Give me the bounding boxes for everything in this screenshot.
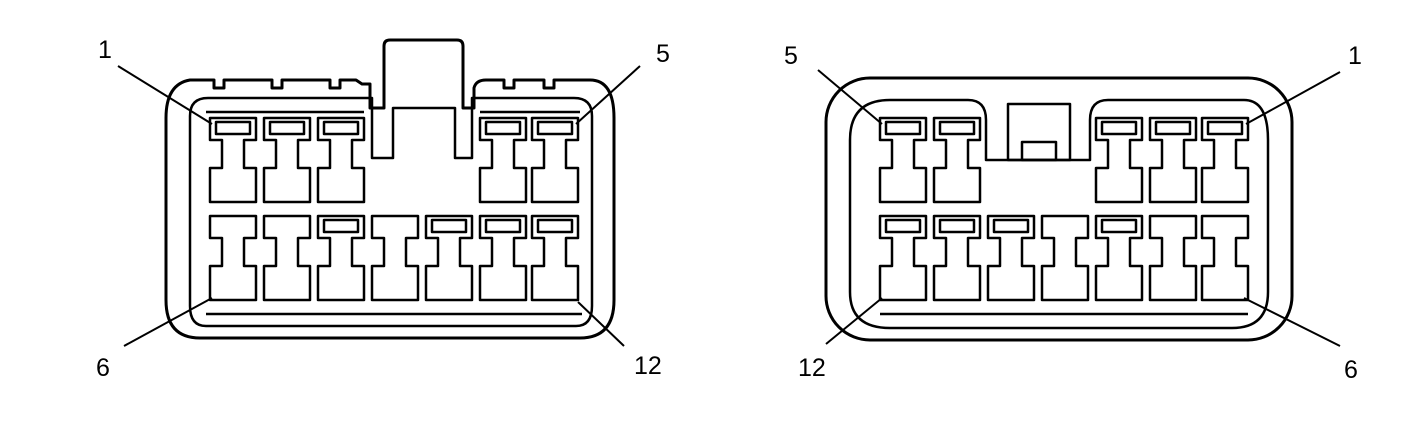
left-cavity-group [208,116,580,302]
right-cavity-top-4 [1148,116,1198,204]
right-cavity-top-2-latch [938,120,976,136]
right-cavity-top-1-latch [884,120,922,136]
right-label-bottom-right: 6 [1344,356,1358,384]
right-cavity-top-2 [932,116,982,204]
right-cavity-group [878,116,1250,302]
right-leader-5 [817,69,883,125]
right-key-block [1006,102,1072,162]
left-cavity-top-2 [262,116,312,204]
left-cavity-top-4-latch [484,120,522,136]
left-connector: 1 5 6 12 [96,36,670,382]
left-cavity-bottom-4 [370,214,420,302]
right-cavity-bottom-3-latch [992,218,1030,234]
right-leader-6 [1243,297,1341,347]
left-cavity-top-4 [478,116,528,204]
right-cavity-bottom-1 [878,214,928,302]
left-leader-5 [575,65,641,125]
right-connector: 5 1 12 6 [784,42,1362,384]
right-cavity-top-5 [1200,116,1250,204]
right-cavity-bottom-5 [1094,214,1144,302]
left-cavity-top-1 [208,116,258,204]
right-cavity-bottom-1-latch [884,218,922,234]
right-housing-outline [824,76,1294,342]
right-cavity-bottom-5-latch [1100,218,1138,234]
right-cavity-bottom-4 [1040,214,1090,302]
left-cavity-bottom-7 [530,214,580,302]
left-leader-6 [123,297,213,347]
left-leader-12 [577,301,625,347]
left-cavity-top-5-latch [536,120,574,136]
left-cavity-bottom-3 [316,214,366,302]
left-cavity-top-3 [316,116,366,204]
left-cavity-top-5 [530,116,580,204]
left-housing-outline [164,38,616,340]
left-cavity-bottom-2 [262,214,312,302]
right-key-tab [1020,140,1058,162]
left-label-top-right: 5 [656,40,670,68]
right-label-bottom-left: 12 [798,354,826,382]
left-label-top-left: 1 [98,36,112,64]
right-leader-1 [1245,71,1341,125]
left-leader-1 [117,65,213,125]
right-label-top-right: 1 [1348,42,1362,70]
right-label-top-left: 5 [784,42,798,70]
left-cavity-bottom-5-latch [430,218,468,234]
left-housing-inner-wall [188,96,594,328]
right-leader-12 [825,297,883,345]
left-cavity-bottom-6-latch [484,218,522,234]
right-cavity-bottom-2 [932,214,982,302]
left-cavity-top-2-latch [268,120,306,136]
left-cavity-bottom-5 [424,214,474,302]
right-cavity-top-3-latch [1100,120,1138,136]
left-housing-inner-floor [206,110,582,316]
left-cavity-bottom-7-latch [536,218,574,234]
right-cavity-bottom-3 [986,214,1036,302]
left-cavity-top-1-latch [214,120,252,136]
left-label-bottom-left: 6 [96,354,110,382]
right-cavity-top-4-latch [1154,120,1192,136]
right-cavity-bottom-7 [1200,214,1250,302]
right-cavity-bottom-6 [1148,214,1198,302]
right-cavity-top-3 [1094,116,1144,204]
left-cavity-bottom-3-latch [322,218,360,234]
right-cavity-bottom-2-latch [938,218,976,234]
left-cavity-top-3-latch [322,120,360,136]
left-label-bottom-right: 12 [634,352,662,380]
right-cavity-top-5-latch [1206,120,1244,136]
left-cavity-bottom-1 [208,214,258,302]
right-cavity-top-1 [878,116,928,204]
left-cavity-bottom-6 [478,214,528,302]
